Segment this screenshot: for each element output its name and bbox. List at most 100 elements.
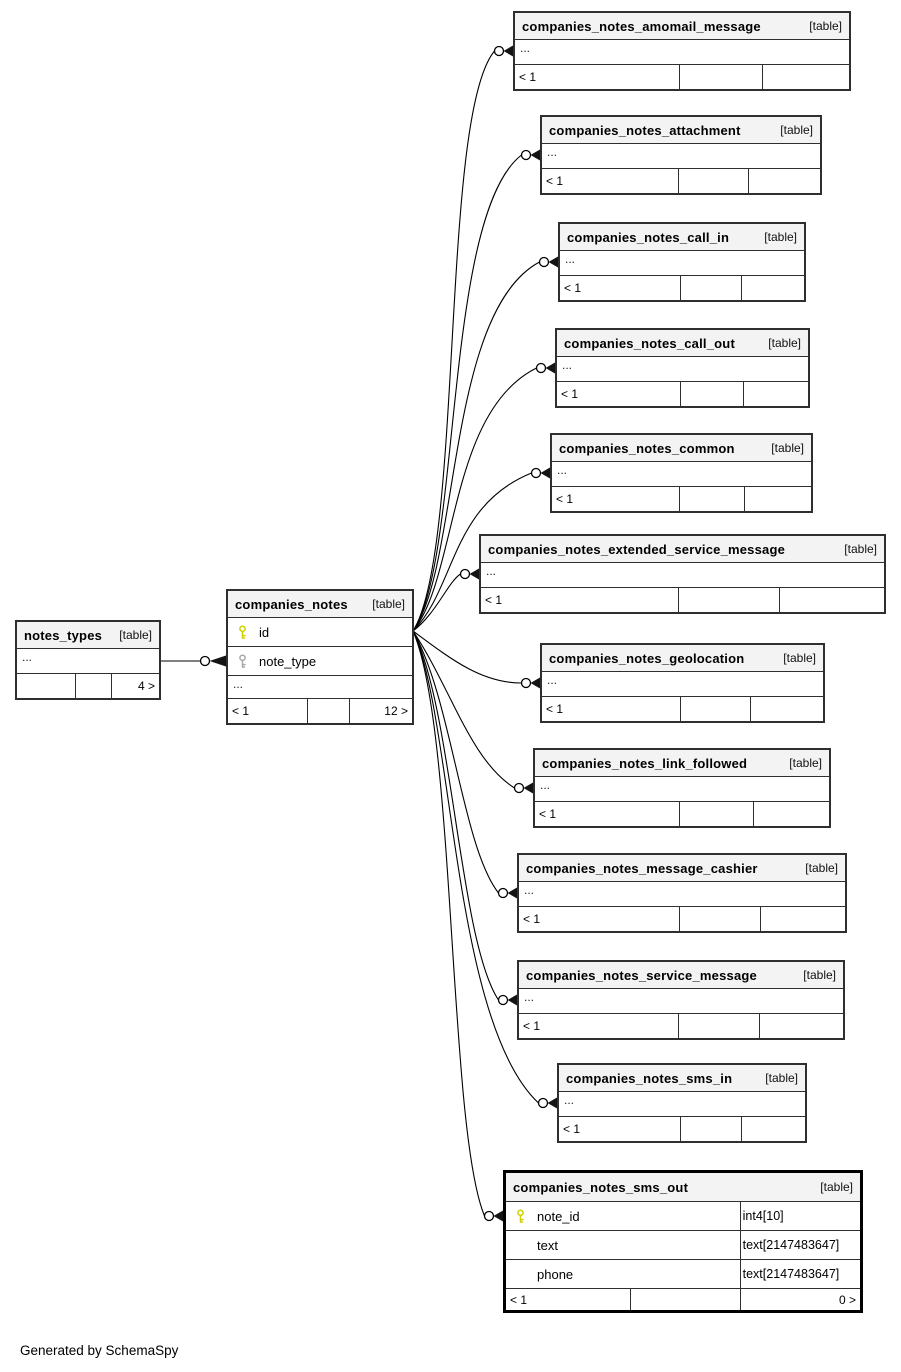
table-name: companies_notes_call_in: [567, 229, 730, 245]
table-companies_notes_call_out[interactable]: companies_notes_call_out [table] ... < 1: [555, 328, 810, 408]
table-companies_notes[interactable]: companies_notes [table] id note_type ...…: [226, 589, 414, 725]
table-footer: 4 >: [17, 674, 159, 698]
footer-right: [752, 802, 829, 826]
column-row[interactable]: phone text[2147483647]: [506, 1260, 860, 1289]
table-name: companies_notes_attachment: [549, 122, 741, 138]
table-header[interactable]: companies_notes_amomail_message [table]: [515, 13, 849, 40]
table-name: companies_notes_extended_service_message: [488, 541, 786, 557]
table-companies_notes_sms_out[interactable]: companies_notes_sms_out [table] note_id …: [503, 1170, 863, 1313]
table-tag: [table]: [805, 861, 838, 875]
edge-to-extended_service_message: [412, 573, 461, 632]
footer-right: [741, 1117, 805, 1141]
footer-right: [760, 907, 845, 931]
table-header[interactable]: notes_types [table]: [17, 622, 159, 649]
table-footer: < 1: [557, 382, 808, 406]
table-header[interactable]: companies_notes_sms_in [table]: [559, 1065, 805, 1092]
table-header[interactable]: companies_notes_call_out [table]: [557, 330, 808, 357]
columns-ellipsis: ...: [559, 1092, 805, 1117]
table-name: companies_notes: [235, 596, 348, 612]
table-header[interactable]: companies_notes_sms_out [table]: [506, 1173, 860, 1202]
footer-left: < 1: [556, 492, 574, 506]
footer-right: [749, 697, 823, 721]
edge-to-common: [412, 472, 532, 632]
table-tag: [table]: [771, 441, 804, 455]
table-tag: [table]: [783, 651, 816, 665]
footer-mid: [677, 1014, 759, 1038]
table-header[interactable]: companies_notes [table]: [228, 591, 412, 618]
table-footer: < 1: [535, 802, 829, 826]
column-name: text: [537, 1237, 558, 1253]
table-header[interactable]: companies_notes_extended_service_message…: [481, 536, 884, 563]
footer-right: 0 >: [739, 1289, 860, 1310]
table-tag: [table]: [844, 542, 877, 556]
footer-mid: [307, 699, 349, 723]
column-type: text[2147483647]: [739, 1260, 860, 1288]
table-companies_notes_common[interactable]: companies_notes_common [table] ... < 1: [550, 433, 813, 513]
edge-to-geolocation: [412, 630, 522, 684]
footer-right: [779, 588, 884, 612]
table-tag: [table]: [803, 968, 836, 982]
table-companies_notes_sms_in[interactable]: companies_notes_sms_in [table] ... < 1: [557, 1063, 807, 1143]
footer-left: < 1: [519, 70, 537, 84]
footer-left: < 1: [564, 281, 582, 295]
table-footer: < 1: [542, 169, 820, 193]
table-companies_notes_amomail_message[interactable]: companies_notes_amomail_message [table] …: [513, 11, 851, 91]
edge-zero-circle: [199, 655, 211, 667]
column-row[interactable]: note_type: [228, 647, 412, 676]
table-companies_notes_geolocation[interactable]: companies_notes_geolocation [table] ... …: [540, 643, 825, 723]
table-tag: [table]: [789, 756, 822, 770]
edge-to-call_out: [412, 367, 537, 632]
edge-to-sms_in: [412, 630, 539, 1104]
columns-ellipsis: ...: [557, 357, 808, 382]
primary-key-icon: [515, 1209, 526, 1223]
table-header[interactable]: companies_notes_link_followed [table]: [535, 750, 829, 777]
columns-ellipsis: ...: [535, 777, 829, 802]
footer-right: [742, 382, 808, 406]
footer-left: [17, 674, 75, 698]
column-row[interactable]: text text[2147483647]: [506, 1231, 860, 1260]
table-footer: < 1: [560, 276, 804, 300]
table-name: companies_notes_link_followed: [542, 755, 748, 771]
table-header[interactable]: companies_notes_service_message [table]: [519, 962, 843, 989]
edge-to-call_in: [412, 261, 540, 632]
footer-left: < 1: [546, 174, 564, 188]
foreign-key-icon: [237, 654, 248, 668]
column-name: note_type: [259, 653, 317, 669]
footer-left: < 1: [523, 912, 541, 926]
footer-left: < 1: [539, 807, 557, 821]
table-footer: < 1: [519, 907, 845, 931]
edge-to-amomail_message: [412, 50, 495, 632]
table-footer: < 1: [481, 588, 884, 612]
table-companies_notes_attachment[interactable]: companies_notes_attachment [table] ... <…: [540, 115, 822, 195]
table-name: companies_notes_common: [559, 440, 735, 456]
footer-right: [740, 276, 804, 300]
footer-mid: [679, 1117, 742, 1141]
table-companies_notes_message_cashier[interactable]: companies_notes_message_cashier [table] …: [517, 853, 847, 933]
footer-mid: [678, 65, 763, 89]
footer-mid: [678, 487, 744, 511]
table-companies_notes_link_followed[interactable]: companies_notes_link_followed [table] ..…: [533, 748, 831, 828]
table-header[interactable]: companies_notes_common [table]: [552, 435, 811, 462]
table-name: companies_notes_geolocation: [549, 650, 745, 666]
table-footer: < 1: [515, 65, 849, 89]
table-header[interactable]: companies_notes_geolocation [table]: [542, 645, 823, 672]
footer-left: < 1: [563, 1122, 581, 1136]
column-row[interactable]: id: [228, 618, 412, 647]
footer-mid: [679, 697, 750, 721]
column-row[interactable]: note_id int4[10]: [506, 1202, 860, 1231]
columns-ellipsis: ...: [519, 989, 843, 1014]
footer-left: < 1: [485, 593, 503, 607]
table-header[interactable]: companies_notes_call_in [table]: [560, 224, 804, 251]
table-companies_notes_extended_service_message[interactable]: companies_notes_extended_service_message…: [479, 534, 886, 614]
column-name: id: [259, 624, 270, 640]
edge-to-attachment: [412, 154, 522, 632]
footer-left: < 1: [546, 702, 564, 716]
table-companies_notes_call_in[interactable]: companies_notes_call_in [table] ... < 1: [558, 222, 806, 302]
table-notes_types[interactable]: notes_types [table] ... 4 >: [15, 620, 161, 700]
table-name: notes_types: [24, 627, 103, 643]
table-header[interactable]: companies_notes_attachment [table]: [542, 117, 820, 144]
table-companies_notes_service_message[interactable]: companies_notes_service_message [table] …: [517, 960, 845, 1040]
table-header[interactable]: companies_notes_message_cashier [table]: [519, 855, 845, 882]
footer-mid: [679, 382, 743, 406]
